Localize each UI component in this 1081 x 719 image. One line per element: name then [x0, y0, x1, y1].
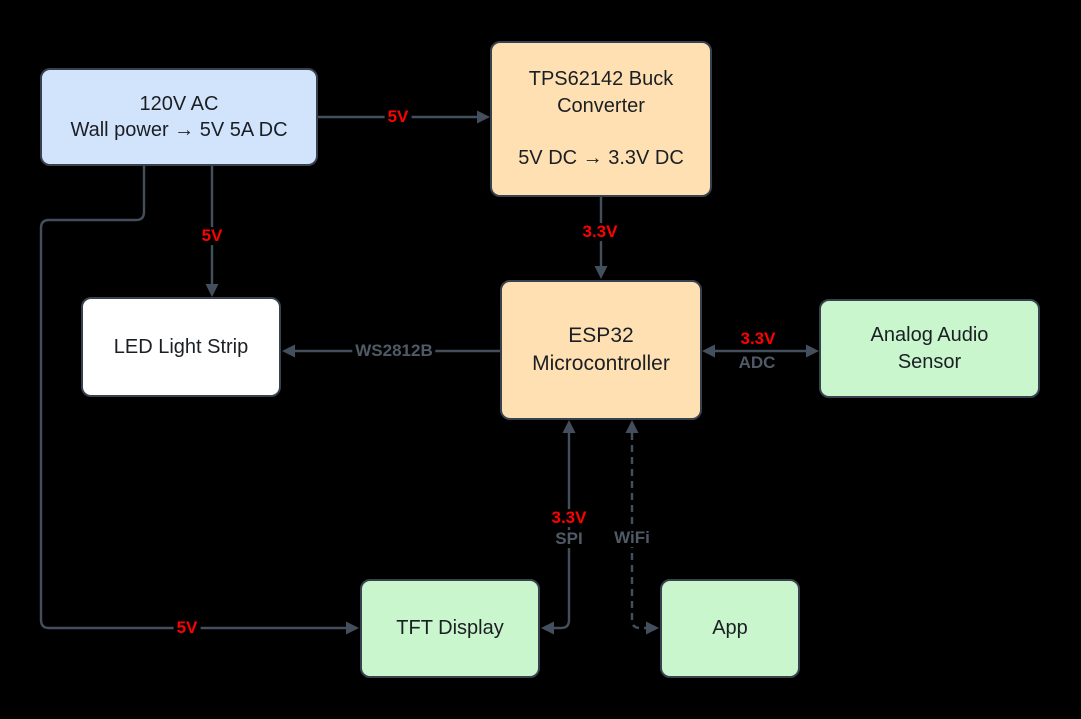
edge-label-spi: SPI	[552, 530, 586, 548]
arrowhead-spi-into-tft-icon	[541, 621, 554, 635]
node-audio-sensor: Analog Audio Sensor	[819, 299, 1040, 398]
edge-esp32-to-app-wifi	[630, 433, 646, 630]
node-led-strip-label: LED Light Strip	[113, 335, 249, 358]
edge-label-power-to-tft-5v: 5V	[173, 619, 201, 637]
node-power-supply: 120V AC Wall power → 5V 5A DC	[40, 68, 318, 166]
arrowhead-wifi-into-esp32-icon	[625, 420, 639, 433]
edge-esp32-to-tft-spi	[554, 433, 571, 630]
node-esp32: ESP32 Microcontroller	[500, 280, 702, 420]
arrowhead-wifi-into-app-icon	[646, 621, 659, 635]
edge-label-sensor-3v3: 3.3V	[737, 330, 779, 348]
node-app: App	[660, 579, 800, 678]
edge-label-buck-to-esp32-3v3: 3.3V	[579, 223, 621, 241]
arrowhead-into-led-icon	[205, 284, 219, 297]
node-tft-display-label: TFT Display	[396, 617, 504, 640]
node-buck-converter-title: TPS62142 Buck Converter	[528, 68, 674, 117]
arrowhead-into-led-right-icon	[282, 344, 295, 358]
node-esp32-line1: ESP32	[568, 324, 634, 348]
node-buck-converter: TPS62142 Buck Converter 5V DC → 3.3V DC	[490, 41, 712, 197]
edge-label-ws2812b: WS2812B	[352, 342, 436, 360]
arrowhead-into-esp32-right-icon	[702, 344, 715, 358]
node-power-supply-line1: 120V AC	[139, 92, 219, 115]
edge-label-power-to-buck-5v: 5V	[384, 108, 412, 126]
edge-power-to-tft	[39, 166, 346, 630]
arrowhead-spi-into-esp32-icon	[562, 420, 576, 433]
node-app-label: App	[712, 617, 748, 640]
arrowhead-into-buck-icon	[477, 110, 490, 124]
arrowhead-into-sensor-icon	[806, 344, 819, 358]
edge-label-tft-3v3: 3.3V	[548, 509, 590, 527]
node-audio-sensor-label: Analog Audio Sensor	[870, 324, 989, 373]
edge-label-adc: ADC	[735, 354, 779, 372]
node-led-strip: LED Light Strip	[81, 297, 281, 397]
node-power-supply-line2: Wall power → 5V 5A DC	[70, 119, 288, 141]
node-buck-converter-conversion: 5V DC → 3.3V DC	[518, 147, 684, 170]
arrowhead-into-tft-left-icon	[346, 621, 359, 635]
edge-label-power-to-led-5v: 5V	[198, 227, 226, 245]
node-tft-display: TFT Display	[360, 579, 540, 678]
node-esp32-line2: Microcontroller	[532, 352, 670, 375]
edge-label-wifi: WiFi	[611, 529, 653, 547]
arrowhead-into-esp32-top-icon	[594, 266, 608, 279]
